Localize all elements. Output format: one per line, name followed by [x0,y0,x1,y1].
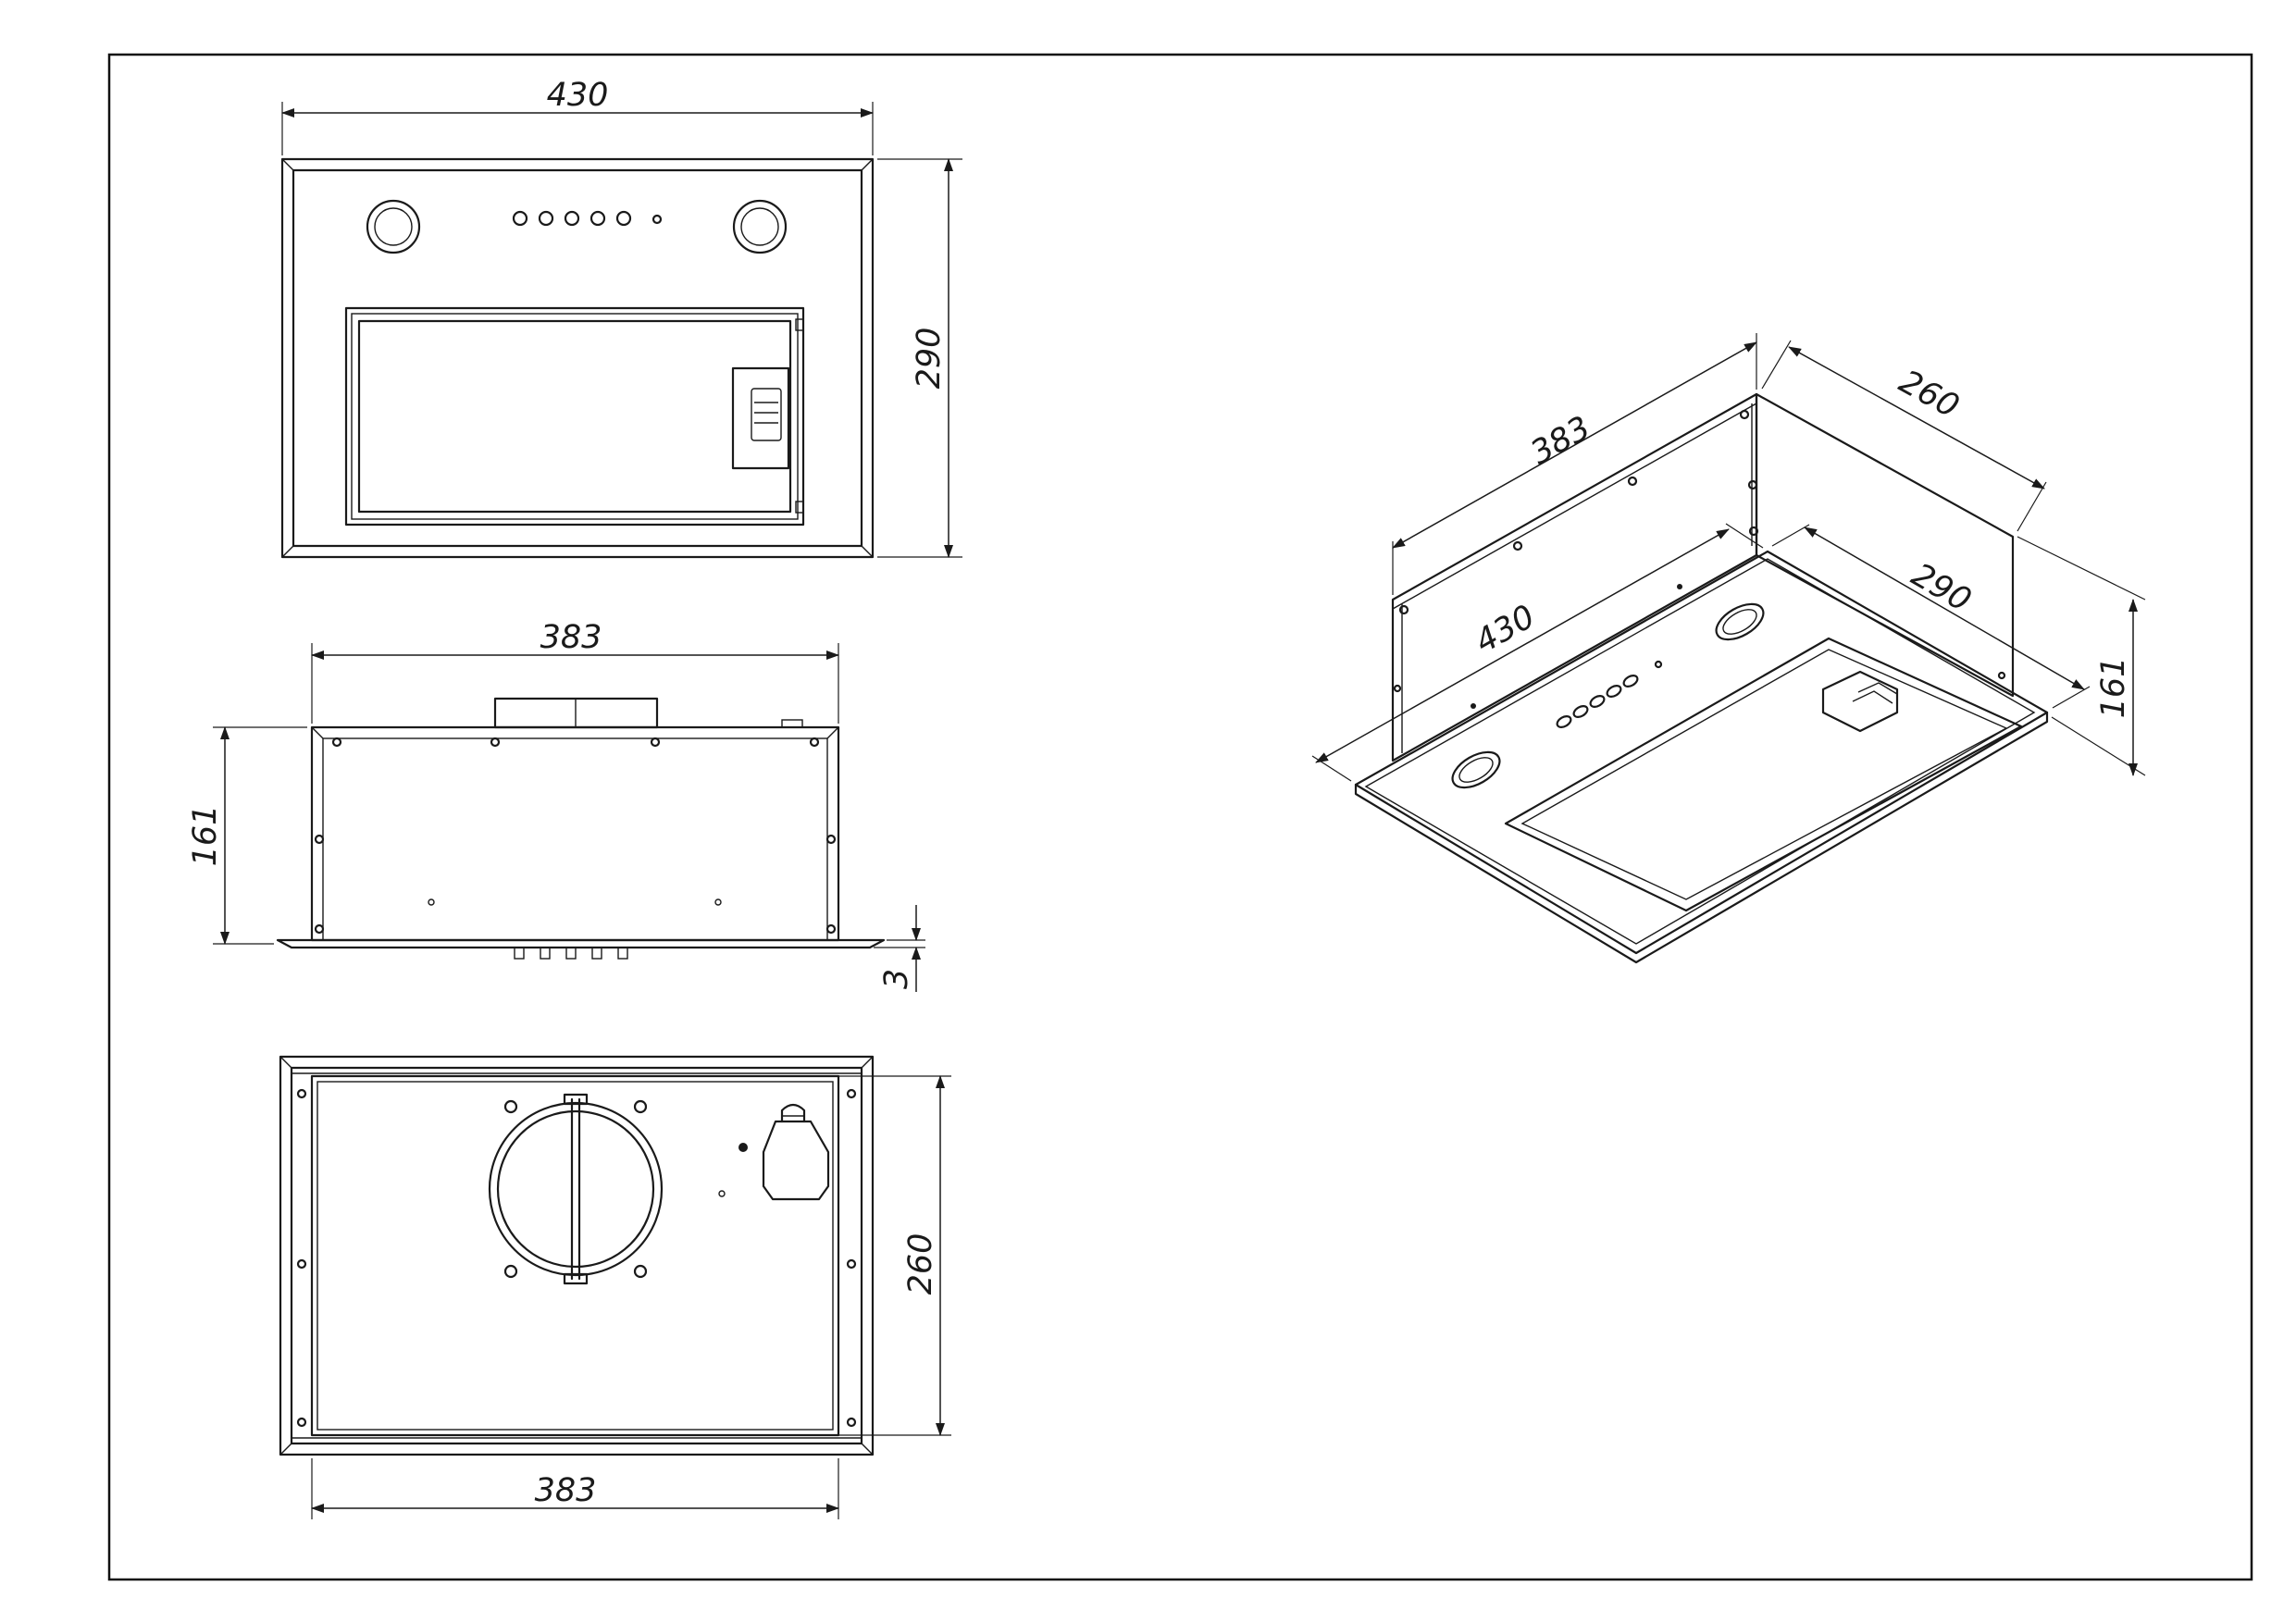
iso-panel-width-dimension [1315,528,1730,763]
control-button [564,210,580,227]
iso-lamp-front [1451,750,1501,789]
control-button [590,210,606,227]
bottom-view: 383 260 [279,1055,951,1519]
light-lamp-left [366,199,421,254]
iso-length-dimension [1392,341,1757,549]
isometric-view: 383 260 430 290 161 [1311,333,2146,964]
light-lamp-right [732,199,788,254]
plan-outer-frame [279,1055,875,1456]
front-height-label: 290 [911,328,948,390]
control-button [538,210,554,227]
control-button [512,210,528,227]
grease-filter [344,306,805,527]
control-buttons [512,210,663,227]
exhaust-outlet [488,1093,664,1285]
indicator-led [652,214,663,225]
iso-housing-side-face [1755,392,2015,698]
iso-depth-dimension [1788,346,2045,489]
glass-panel [276,938,886,949]
plan-depth-label: 260 [902,1233,939,1295]
iso-lamp-back [1715,602,1765,641]
iso-depth-label: 260 [1893,364,1965,426]
side-width-label: 383 [540,619,602,656]
motor-connector [762,1103,830,1201]
side-body [310,725,840,942]
front-width-label: 430 [547,77,609,114]
button-stub [514,947,525,960]
button-stub [617,947,628,960]
plan-width-label: 383 [535,1472,597,1509]
side-view: 383 161 3 [187,619,925,992]
plan-body [310,1074,840,1437]
iso-length-label: 383 [1525,410,1597,473]
button-stub [591,947,602,960]
button-stub [540,947,551,960]
front-outer-frame [280,157,875,559]
control-button [615,210,632,227]
iso-glass-panel [1354,550,2049,955]
iso-height-label: 161 [2095,657,2132,719]
front-view: 430 290 [280,77,962,559]
filter-latch [731,366,790,470]
iso-panel-depth-label: 290 [1905,556,1978,619]
button-stub [565,947,577,960]
side-height-label: 161 [187,805,224,867]
iso-panel-width-label: 430 [1470,599,1542,662]
side-glass-label: 3 [878,969,915,989]
iso-panel-depth-dimension [1804,527,2085,690]
drawing-border [107,53,2253,1581]
front-inner-frame [292,168,863,548]
